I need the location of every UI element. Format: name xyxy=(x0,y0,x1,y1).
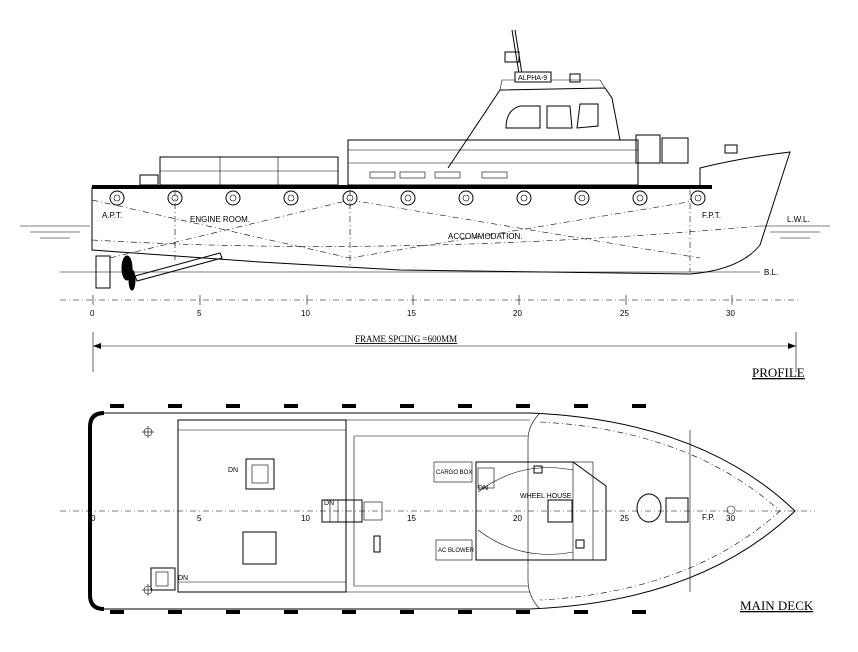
frame-spacing-dimension: FRAME SPCING =600MM xyxy=(92,332,797,372)
stair-ladder xyxy=(321,499,363,523)
deck-tick-20: 20 xyxy=(513,514,522,523)
profile-tick-10: 10 xyxy=(301,309,310,318)
rudder xyxy=(95,255,111,289)
profile-title: PROFILE xyxy=(752,365,805,380)
label-cargo-box: CARGO BOX xyxy=(436,470,472,476)
fenders xyxy=(109,190,706,206)
hatch-stbd-aft xyxy=(150,567,176,591)
fwd-box xyxy=(665,497,689,523)
label-fp: F.P. xyxy=(702,513,715,522)
crosshair-icons xyxy=(142,426,154,596)
profile-tick-0: 0 xyxy=(90,309,95,318)
waterline-symbol-fwd xyxy=(760,225,830,239)
waterline-symbol-aft xyxy=(20,225,90,239)
flag-icon xyxy=(504,51,520,63)
label-accommodation: ACCOMMODATION. xyxy=(448,232,523,241)
label-lwl: L.W.L. xyxy=(787,215,810,224)
profile-tick-25: 25 xyxy=(620,309,629,318)
frame-spacing-note: FRAME SPCING =600MM xyxy=(355,334,457,344)
deck-fender-marks xyxy=(110,404,646,614)
deck-tick-15: 15 xyxy=(407,514,416,523)
propeller-shaft xyxy=(134,252,223,282)
profile-tick-30: 30 xyxy=(726,309,735,318)
main-deck-title: MAIN DECK xyxy=(740,598,814,613)
label-fpt: F.P.T. xyxy=(702,211,721,220)
profile-frame-scale: 0 5 10 15 20 25 30 xyxy=(60,295,800,318)
vessel-name: ALPHA-9 xyxy=(518,75,547,82)
superstructure xyxy=(347,29,738,186)
deck-tick-30: 30 xyxy=(726,514,735,523)
liferaft xyxy=(636,493,662,523)
label-bl: B.L. xyxy=(764,268,778,277)
label-wheel-house: WHEEL HOUSE xyxy=(520,493,572,500)
hatch-aft xyxy=(245,458,275,490)
profile-tick-5: 5 xyxy=(197,309,202,318)
label-ac-blower: AC BLOWER xyxy=(438,548,475,554)
hatch-mid xyxy=(242,531,277,565)
label-apt: A.P.T. xyxy=(102,211,122,220)
profile-tick-15: 15 xyxy=(407,309,416,318)
deck-frame-ticks: 0 5 10 15 20 25 30 xyxy=(91,514,735,523)
deck-tick-10: 10 xyxy=(301,514,310,523)
load-waterline xyxy=(91,225,761,247)
deck-tick-5: 5 xyxy=(197,514,202,523)
deck-tick-0: 0 xyxy=(91,514,96,523)
fp-mark-icon xyxy=(726,505,736,515)
hull-outline xyxy=(91,151,791,275)
propeller-icon xyxy=(121,255,136,291)
label-dn-4: DN xyxy=(478,485,488,492)
aft-deck-containers xyxy=(139,156,339,186)
deck-tick-25: 25 xyxy=(620,514,629,523)
label-dn-1: DN xyxy=(228,467,238,474)
label-dn-3: DN xyxy=(324,500,334,507)
profile-tick-20: 20 xyxy=(513,309,522,318)
main-deck-view: DN DN DN DN CARGO BOX WHEEL HOUSE AC BLO… xyxy=(60,404,815,614)
label-engine-room: ENGINE ROOM. xyxy=(190,215,250,224)
label-dn-2: DN xyxy=(178,575,188,582)
profile-view: A.P.T. ENGINE ROOM. ACCOMMODATION. F.P.T… xyxy=(20,29,830,380)
aft-cargo-deck xyxy=(177,419,347,593)
